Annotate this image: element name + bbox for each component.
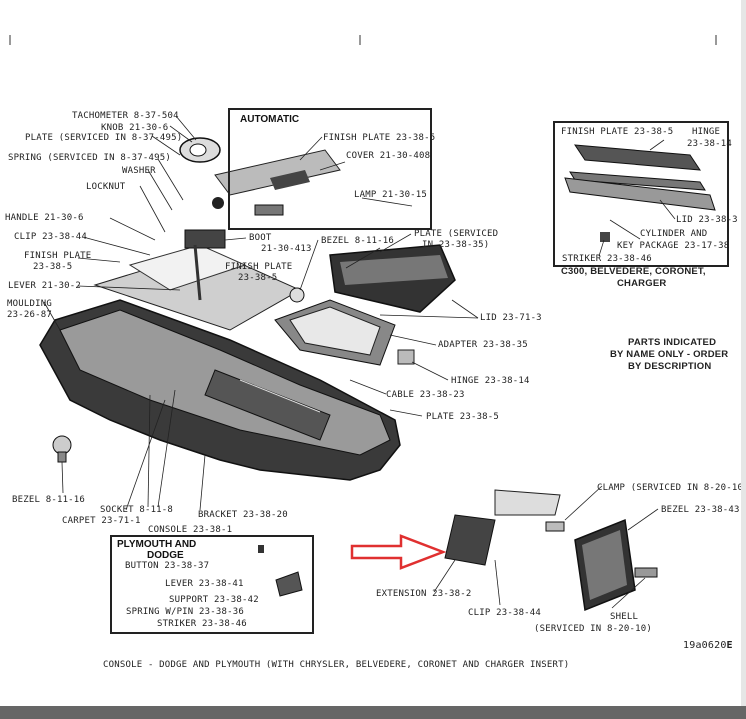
clip-label: CLIP 23-38-44	[14, 232, 88, 242]
boot-label: BOOT	[249, 233, 272, 243]
plate-serviced-right-number: IN 23-38-35)	[422, 240, 490, 250]
c300-caption-line1: C300, BELVEDERE, CORONET,	[561, 266, 706, 277]
finish-plate-left-label: FINISH PLATE	[24, 251, 92, 261]
socket-label: SOCKET 8-11-8	[100, 505, 174, 515]
automatic-cover-label: COVER 21-30-408	[346, 151, 431, 161]
parts-note-line2: BY NAME ONLY - ORDER	[610, 349, 729, 360]
plymouth-striker-label: STRIKER 23-38-46	[157, 619, 247, 629]
c300-caption-line2: CHARGER	[617, 278, 667, 289]
cable-label: CABLE 23-38-23	[386, 390, 465, 400]
automatic-inset-box	[228, 108, 432, 230]
c300-cylinder-label: CYLINDER AND	[640, 229, 708, 239]
clamp-label: CLAMP (SERVICED IN 8-20-10)	[597, 483, 746, 493]
bezel-top-label: BEZEL 8-11-16	[321, 236, 395, 246]
moulding-number: 23-26-87	[7, 310, 52, 320]
carpet-label: CARPET 23-71-1	[62, 516, 141, 526]
figure-id: 19a0620E	[683, 640, 733, 651]
plate-bottom-label: PLATE 23-38-5	[426, 412, 500, 422]
finish-plate-mid-label: FINISH PLATE	[225, 262, 293, 272]
c300-hinge-label: HINGE	[692, 127, 721, 137]
plymouth-spring-label: SPRING W/PIN 23-38-36	[126, 607, 244, 617]
parts-note-line1: PARTS INDICATED	[628, 337, 717, 348]
bezel-right-label: BEZEL 23-38-43	[661, 505, 740, 515]
viewer-bottom-bar	[0, 706, 746, 719]
plymouth-button-label: BUTTON 23-38-37	[125, 561, 210, 571]
c300-hinge-number: 23-38-14	[687, 139, 732, 149]
c300-inset-box	[553, 121, 729, 267]
console-label: CONSOLE 23-38-1	[148, 525, 233, 535]
moulding-label: MOULDING	[7, 299, 52, 309]
automatic-title: AUTOMATIC	[240, 114, 300, 125]
console-exploded-illustration	[9, 35, 717, 612]
shell-serviced-label: (SERVICED IN 8-20-10)	[534, 624, 652, 634]
plymouth-title-line2: DODGE	[147, 550, 184, 561]
plate-serviced-label: PLATE (SERVICED IN 8-37-495)	[25, 133, 183, 143]
c300-key-package-label: KEY PACKAGE 23-17-38	[617, 241, 730, 251]
lid-label: LID 23-71-3	[480, 313, 542, 323]
page-edge	[741, 0, 746, 706]
parts-note-line3: BY DESCRIPTION	[628, 361, 712, 372]
finish-plate-mid-number: 23-38-5	[238, 273, 278, 283]
plymouth-lever-label: LEVER 23-38-41	[165, 579, 244, 589]
finish-plate-left-number: 23-38-5	[33, 262, 73, 272]
c300-finish-plate-label: FINISH PLATE 23-38-5	[561, 127, 674, 137]
handle-label: HANDLE 21-30-6	[5, 213, 84, 223]
plymouth-support-label: SUPPORT 23-38-42	[169, 595, 259, 605]
tachometer-label: TACHOMETER 8-37-504	[72, 111, 179, 121]
red-arrow-icon	[350, 534, 447, 570]
plymouth-title-line1: PLYMOUTH AND	[117, 539, 197, 550]
plymouth-dodge-inset-box	[110, 535, 314, 634]
extension-label: EXTENSION 23-38-2	[376, 589, 472, 599]
washer-label: WASHER	[122, 166, 156, 176]
spring-serviced-label: SPRING (SERVICED IN 8-37-495)	[8, 153, 171, 163]
bracket-label: BRACKET 23-38-20	[198, 510, 288, 520]
automatic-finish-plate-label: FINISH PLATE 23-38-5	[323, 133, 436, 143]
bezel-left-label: BEZEL 8-11-16	[12, 495, 86, 505]
locknut-label: LOCKNUT	[86, 182, 126, 192]
lever-label: LEVER 21-30-2	[8, 281, 82, 291]
clip-bottom-label: CLIP 23-38-44	[468, 608, 542, 618]
adapter-label: ADAPTER 23-38-35	[438, 340, 528, 350]
plate-serviced-right-label: PLATE (SERVICED	[414, 229, 499, 239]
figure-caption: CONSOLE - DODGE AND PLYMOUTH (WITH CHRYS…	[103, 660, 570, 670]
c300-lid-label: LID 23-38-3	[676, 215, 738, 225]
boot-number: 21-30-413	[261, 244, 312, 254]
automatic-lamp-label: LAMP 21-30-15	[354, 190, 428, 200]
hinge-label: HINGE 23-38-14	[451, 376, 530, 386]
shell-label: SHELL	[610, 612, 639, 622]
knob-label: KNOB 21-30-6	[101, 123, 169, 133]
c300-striker-label: STRIKER 23-38-46	[562, 254, 652, 264]
